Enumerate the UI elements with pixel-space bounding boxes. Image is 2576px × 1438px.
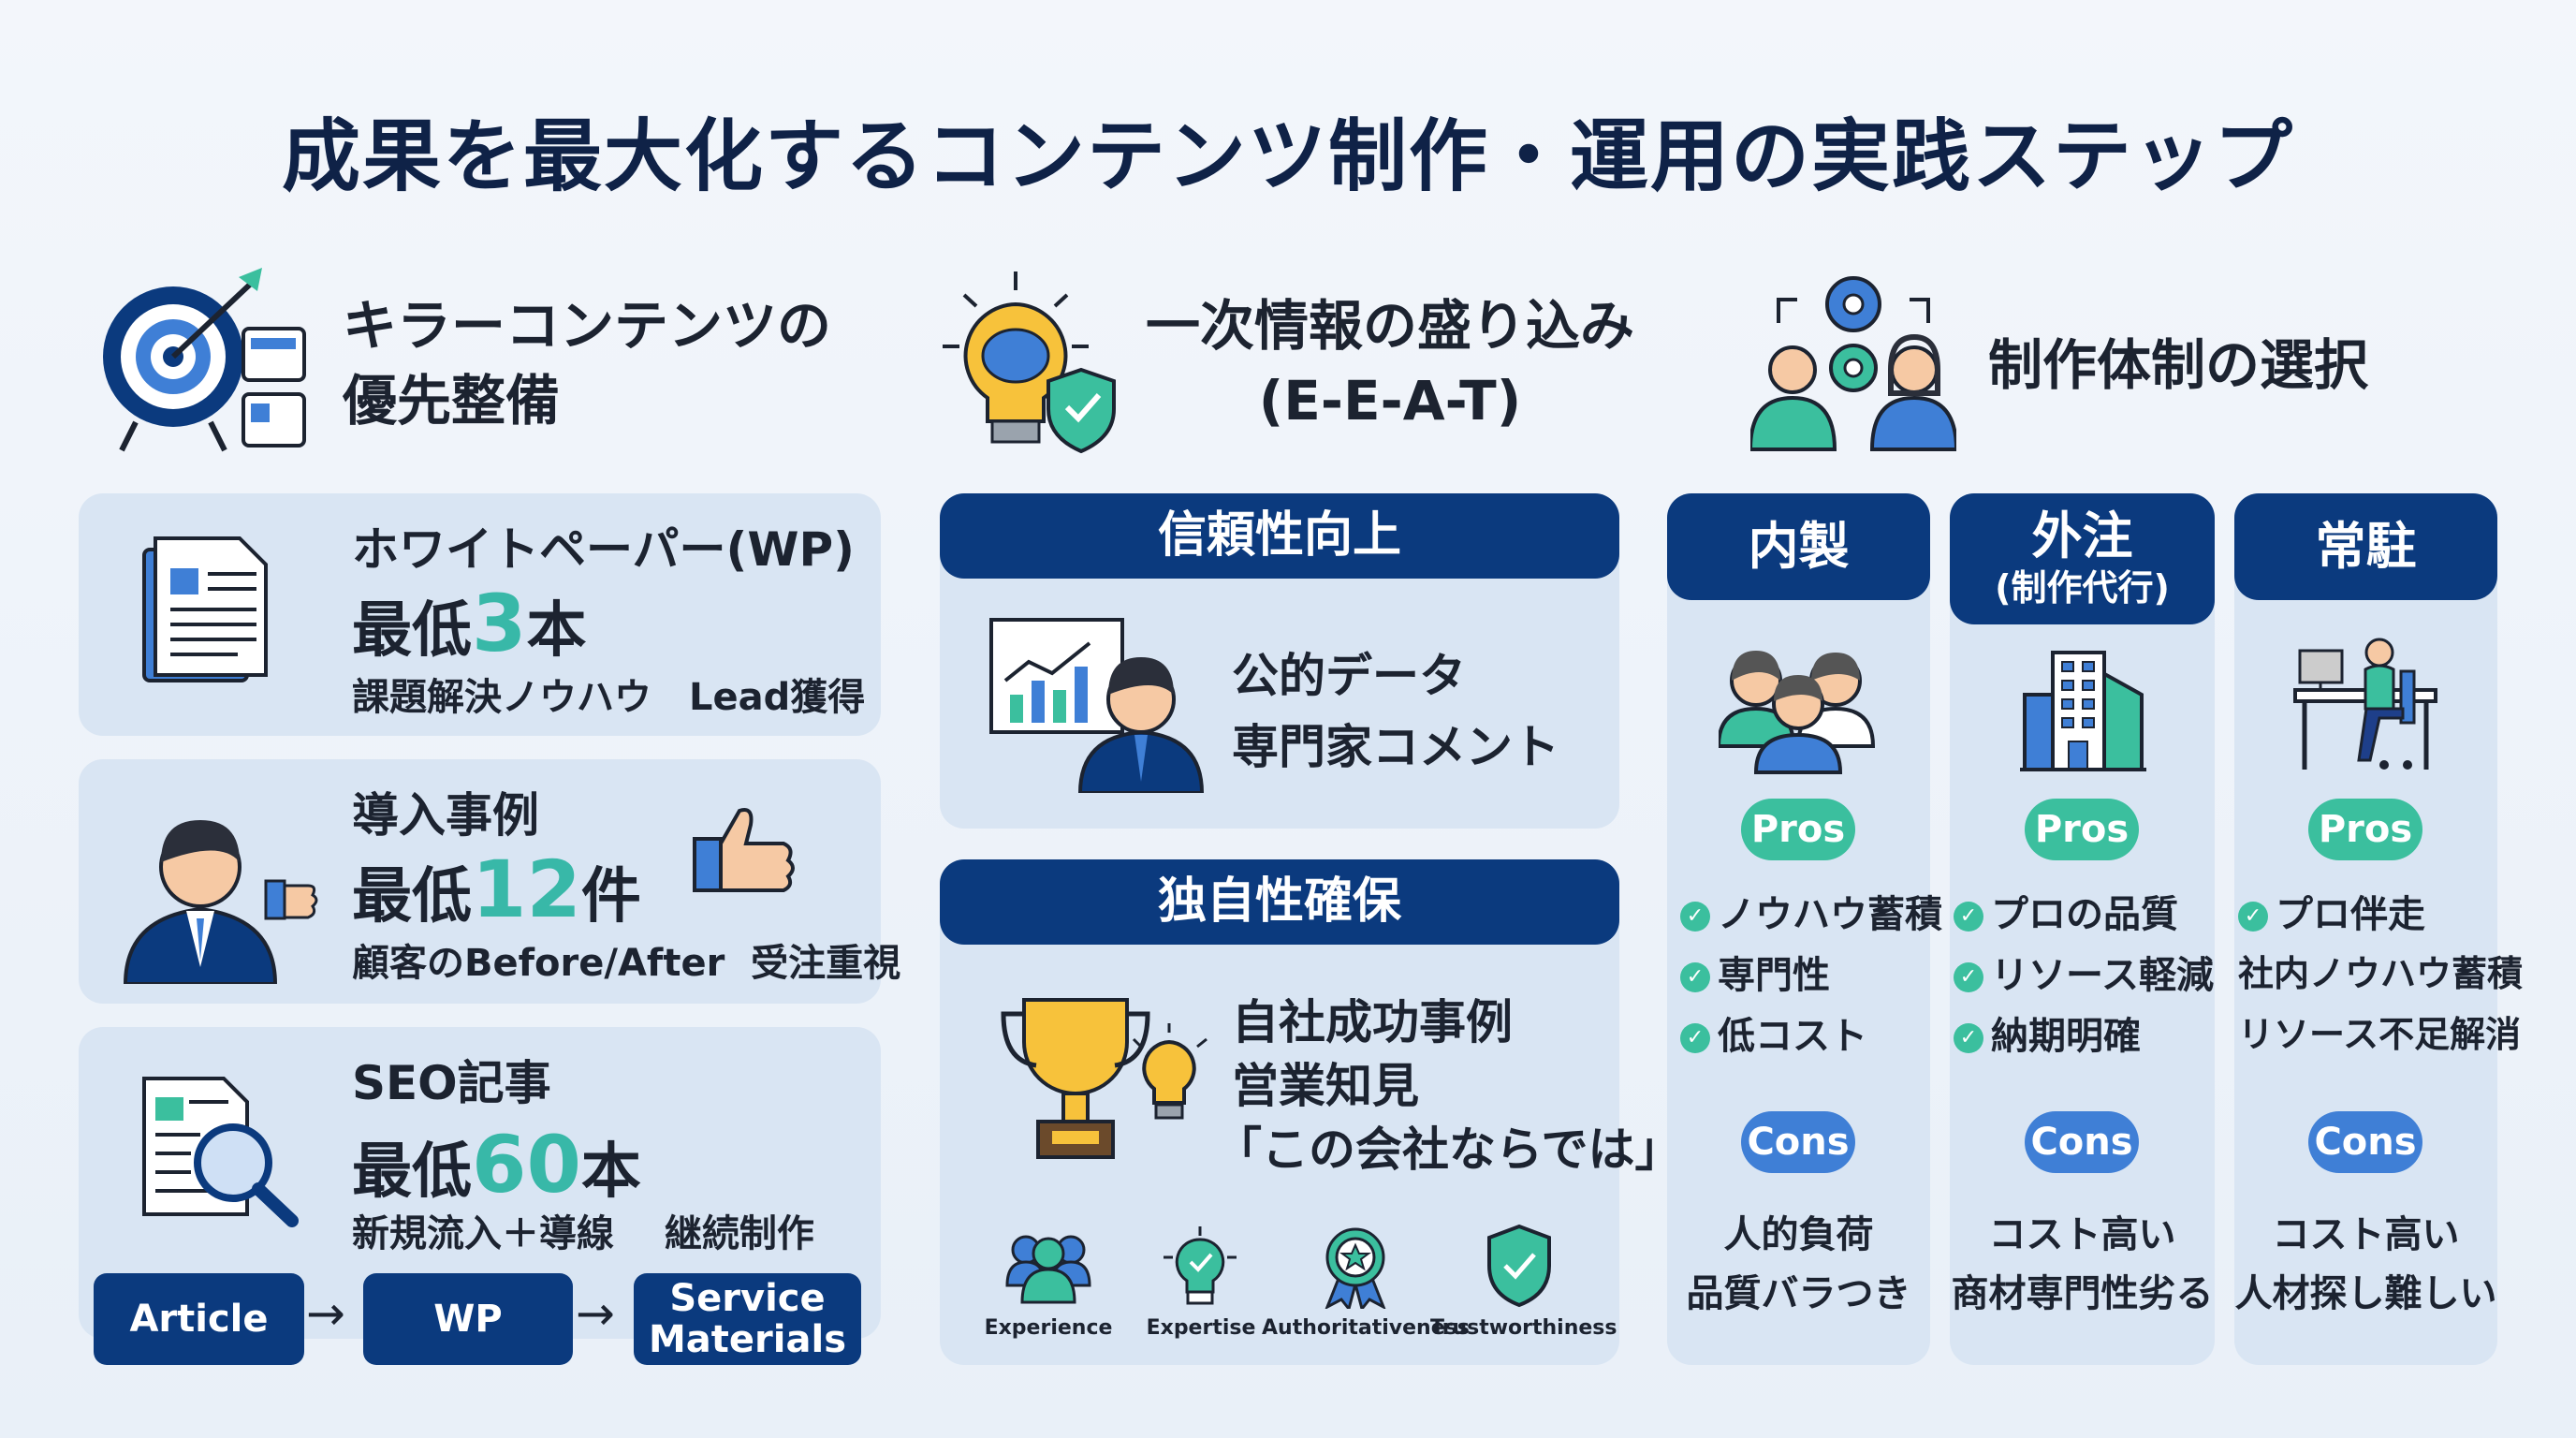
card-case-studies: 導入事例 最低12件 顧客のBefore/After 受注重視 <box>79 759 900 1004</box>
column-header: 外注 (制作代行) <box>1950 493 2215 624</box>
min-label: 最低 <box>352 596 472 666</box>
onsite-worker-icon <box>2293 638 2437 770</box>
unit-label: 本 <box>580 1137 641 1207</box>
trust-line: 専門家コメント <box>1232 720 1559 774</box>
pros-badge: Pros <box>1741 799 1855 860</box>
team-people-icon <box>1719 651 1876 774</box>
eeat-label-authoritativeness: Authoritativeness <box>1262 1316 1470 1340</box>
pro-item: ノウハウ蓄積 <box>1718 893 1942 936</box>
arrow-right-icon: → <box>306 1286 345 1341</box>
column-subtitle: (制作代行) <box>1995 567 2170 609</box>
pros-badge: Pros <box>2025 799 2139 860</box>
expert-with-chart-icon <box>989 618 1205 793</box>
column-title: 常駐 <box>2234 493 2497 600</box>
authoritativeness-icon <box>1325 1227 1386 1309</box>
eeat-label-trustworthiness: Trustworthiness <box>1430 1316 1617 1340</box>
uniqueness-line: 自社成功事例 <box>1232 995 1513 1049</box>
con-item: コスト高い <box>2272 1213 2460 1256</box>
trustworthiness-icon <box>1487 1224 1551 1308</box>
card-sub: 新規流入＋導線 継続制作 <box>352 1212 814 1255</box>
lightbulb-brain-shield-icon <box>943 271 1116 454</box>
businessman-thumbs-up-icon <box>123 820 318 984</box>
trophy-lightbulb-icon <box>1001 998 1208 1159</box>
expertise-icon <box>1164 1226 1237 1305</box>
count-value: 60 <box>472 1119 581 1211</box>
card-title: ホワイトペーパー(WP) <box>352 522 855 577</box>
uniqueness-line: 「この会社ならでは」 <box>1215 1123 1682 1177</box>
pro-item: プロの品質 <box>1991 893 2178 936</box>
office-building-icon <box>2020 651 2146 771</box>
right-heading: 制作体制の選択 <box>1988 333 2369 397</box>
eeat-label-experience: Experience <box>984 1316 1113 1340</box>
unit-label: 本 <box>526 596 587 666</box>
column-outsourcing: 外注 (制作代行) Pros ✓ プロの品質 ✓ リソース軽減 ✓ 納期明確 Cons… <box>1950 493 2215 1365</box>
cons-badge: Cons <box>2025 1111 2139 1173</box>
trust-header: 信頼性向上 <box>940 493 1619 579</box>
card-whitepaper: ホワイトペーパー(WP) 最低3本 課題解決ノウハウ Lead獲得 <box>79 493 881 736</box>
count-value: 12 <box>472 844 581 935</box>
team-gears-icon <box>1750 276 1956 451</box>
check-icon: ✓ <box>2238 902 2268 932</box>
check-icon: ✓ <box>1954 1023 1983 1053</box>
left-heading-line1: キラーコンテンツの <box>343 294 832 358</box>
page-title: 成果を最大化するコンテンツ制作・運用の実践ステップ <box>281 110 2294 202</box>
cons-badge: Cons <box>1741 1111 1855 1173</box>
thumbs-up-icon <box>693 808 795 892</box>
document-icon <box>142 536 268 682</box>
card-sub: 課題解決ノウハウ Lead獲得 <box>352 676 866 719</box>
middle-heading-line1: 一次情報の盛り込み <box>1145 294 1634 358</box>
pro-item: 低コスト <box>1718 1015 1867 1058</box>
con-item: 商材専門性劣る <box>1951 1272 2214 1315</box>
column-title: 外注 <box>2031 506 2133 565</box>
eeat-label-expertise: Expertise <box>1146 1316 1256 1340</box>
pros-badge: Pros <box>2308 799 2422 860</box>
experience-icon <box>1005 1235 1091 1304</box>
pro-item: 社内ノウハウ蓄積 <box>2238 953 2524 994</box>
check-icon: ✓ <box>1680 1023 1710 1053</box>
card-title: SEO記事 <box>352 1056 551 1110</box>
pro-item: リソース不足解消 <box>2238 1014 2522 1055</box>
trust-line: 公的データ <box>1232 649 1466 703</box>
con-item: コスト高い <box>1988 1213 2176 1256</box>
unit-label: 件 <box>580 862 641 932</box>
middle-heading: 一次情報の盛り込み (E-E-A-T) <box>1123 288 1657 438</box>
min-label: 最低 <box>352 862 472 932</box>
check-icon: ✓ <box>1954 962 1983 992</box>
card-title: 導入事例 <box>352 788 539 843</box>
uniqueness-header: 独自性確保 <box>940 859 1619 945</box>
check-icon: ✓ <box>1680 962 1710 992</box>
middle-heading-line2: (E-E-A-T) <box>1258 369 1522 433</box>
count-value: 3 <box>472 578 527 669</box>
card-sub: 顧客のBefore/After 受注重視 <box>352 942 901 985</box>
con-item: 品質バラつき <box>1686 1272 1911 1315</box>
trust-lines: 公的データ 専門家コメント <box>1232 640 1559 783</box>
left-heading-line2: 優先整備 <box>343 369 561 433</box>
uniqueness-lines: 自社成功事例 営業知見 「この会社ならでは」 <box>1215 990 1682 1181</box>
column-onsite: 常駐 Pros ✓ プロ伴走 社内ノウハウ蓄積 リソース不足解消 Cons コスト… <box>2234 493 2523 1365</box>
pro-item: 納期明確 <box>1991 1015 2141 1058</box>
flow-article: Article <box>94 1273 304 1365</box>
target-icon <box>103 268 306 452</box>
document-search-icon <box>142 1077 299 1227</box>
pro-item: 専門性 <box>1718 954 1830 997</box>
column-title: 内製 <box>1667 493 1930 600</box>
column-inhouse: 内製 Pros ✓ ノウハウ蓄積 ✓ 専門性 ✓ 低コスト Cons 人的負荷 品質バ… <box>1667 493 1942 1365</box>
pro-item: プロ伴走 <box>2276 893 2425 936</box>
check-icon: ✓ <box>1680 902 1710 932</box>
arrow-right-icon: → <box>576 1286 615 1341</box>
left-heading: キラーコンテンツの 優先整備 <box>343 288 831 438</box>
cons-badge: Cons <box>2308 1111 2422 1173</box>
flow-service-materials: Service Materials <box>634 1273 861 1365</box>
pro-item: リソース軽減 <box>1991 954 2214 997</box>
min-label: 最低 <box>352 1137 472 1207</box>
card-trust: 信頼性向上 公的データ 専門家コメント <box>940 493 1619 829</box>
flow-wp: WP <box>363 1273 573 1365</box>
check-icon: ✓ <box>1954 902 1983 932</box>
card-uniqueness: 独自性確保 自社成功事例 営業知見 「この会社ならでは」 Experience … <box>940 859 1682 1365</box>
uniqueness-line: 営業知見 <box>1232 1059 1419 1113</box>
con-item: 人的負荷 <box>1723 1213 1874 1256</box>
con-item: 人材探し難しい <box>2234 1272 2497 1315</box>
